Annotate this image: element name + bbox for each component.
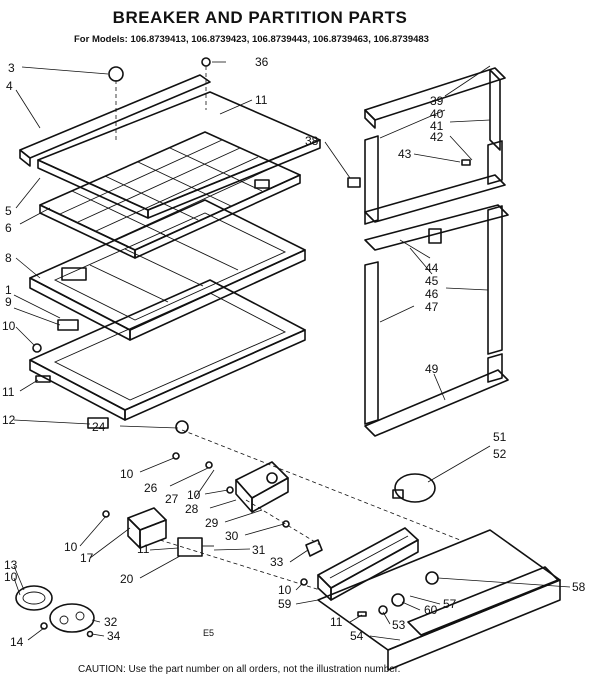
gasket-top — [364, 67, 506, 225]
breaker-cover — [37, 91, 321, 219]
callout-10-b: 10 — [120, 467, 134, 481]
callout-17: 17 — [80, 551, 94, 565]
screw — [40, 622, 48, 630]
callout-11-d: 11 — [330, 615, 343, 629]
callout-49: 49 — [425, 362, 439, 376]
page-code: E5 — [203, 628, 215, 638]
callout-1: 1 — [5, 283, 12, 297]
clip — [305, 539, 323, 557]
callout-47: 47 — [425, 300, 439, 314]
callout-26: 26 — [144, 481, 158, 495]
screw — [108, 66, 124, 82]
control-housing — [317, 529, 561, 671]
screw — [86, 630, 94, 638]
callout-8: 8 — [5, 251, 12, 265]
callout-53: 53 — [392, 618, 406, 632]
callout-9: 9 — [5, 295, 12, 309]
callout-44: 44 — [425, 261, 439, 275]
callout-54: 54 — [350, 629, 364, 643]
clip — [347, 177, 361, 188]
callout-36: 36 — [255, 55, 269, 69]
assembly-lines — [115, 66, 461, 591]
clip — [357, 611, 367, 617]
light-bulb — [392, 473, 436, 503]
callout-24: 24 — [92, 420, 106, 434]
callout-45: 45 — [425, 274, 439, 288]
screw — [102, 510, 110, 518]
callout-27: 27 — [165, 492, 179, 506]
callout-58: 58 — [572, 580, 586, 594]
control-panel — [317, 527, 419, 601]
knob — [175, 420, 189, 434]
callout-10-d: 10 — [64, 540, 78, 554]
partition-frame — [29, 199, 306, 341]
callout-60: 60 — [424, 603, 438, 617]
callout-6: 6 — [5, 221, 12, 235]
clip — [35, 375, 51, 383]
callout-14: 14 — [10, 635, 24, 649]
screw — [205, 461, 213, 469]
callout-10: 10 — [2, 319, 16, 333]
callout-10-e: 10 — [4, 570, 18, 584]
callout-labels: 3 36 4 11 39 40 41 42 38 43 5 6 8 1 9 10… — [2, 55, 586, 649]
clip — [57, 319, 79, 331]
callout-52: 52 — [493, 447, 507, 461]
callout-13: 13 — [4, 558, 18, 572]
callout-43: 43 — [398, 147, 412, 161]
screw — [172, 452, 180, 460]
screw — [32, 343, 42, 353]
leader-lines — [13, 61, 571, 641]
light-shield — [49, 603, 95, 633]
breaker-strip — [19, 74, 211, 167]
page-title: BREAKER AND PARTITION PARTS — [112, 8, 408, 27]
callout-42: 42 — [430, 130, 444, 144]
callout-38: 38 — [305, 134, 319, 148]
callout-39: 39 — [430, 94, 444, 108]
screw — [201, 57, 211, 67]
callout-12: 12 — [2, 413, 16, 427]
callout-34: 34 — [107, 629, 121, 643]
callout-5: 5 — [5, 204, 12, 218]
callout-33: 33 — [270, 555, 284, 569]
callout-28: 28 — [185, 502, 199, 516]
callout-20: 20 — [120, 572, 134, 586]
callout-57: 57 — [443, 597, 457, 611]
callout-41: 41 — [430, 119, 444, 133]
model-list: For Models: 106.8739413, 106.8739423, 10… — [74, 34, 429, 45]
callout-3: 3 — [8, 61, 15, 75]
control-block — [177, 537, 214, 557]
callout-59: 59 — [278, 597, 292, 611]
partition-tray — [29, 279, 306, 421]
callout-51: 51 — [493, 430, 507, 444]
callout-11-c: 11 — [137, 542, 150, 556]
clip — [87, 417, 109, 429]
clip — [461, 159, 471, 166]
callout-11: 11 — [255, 93, 268, 107]
callout-10-c: 10 — [187, 488, 201, 502]
callout-31: 31 — [252, 543, 266, 557]
callout-46: 46 — [425, 287, 439, 301]
caution-note: CAUTION: Use the part number on all orde… — [78, 664, 401, 675]
freezer-shelf-grid — [39, 131, 301, 259]
damper-housing — [235, 461, 289, 513]
callout-10-f: 10 — [278, 583, 292, 597]
callout-29: 29 — [205, 516, 219, 530]
callout-30: 30 — [225, 529, 239, 543]
callout-11-b: 11 — [2, 385, 15, 399]
gasket-bottom — [364, 353, 509, 437]
callout-32: 32 — [104, 615, 118, 629]
clip — [428, 228, 442, 244]
callout-4: 4 — [6, 79, 13, 93]
callout-40: 40 — [430, 107, 444, 121]
light-socket — [15, 585, 53, 611]
